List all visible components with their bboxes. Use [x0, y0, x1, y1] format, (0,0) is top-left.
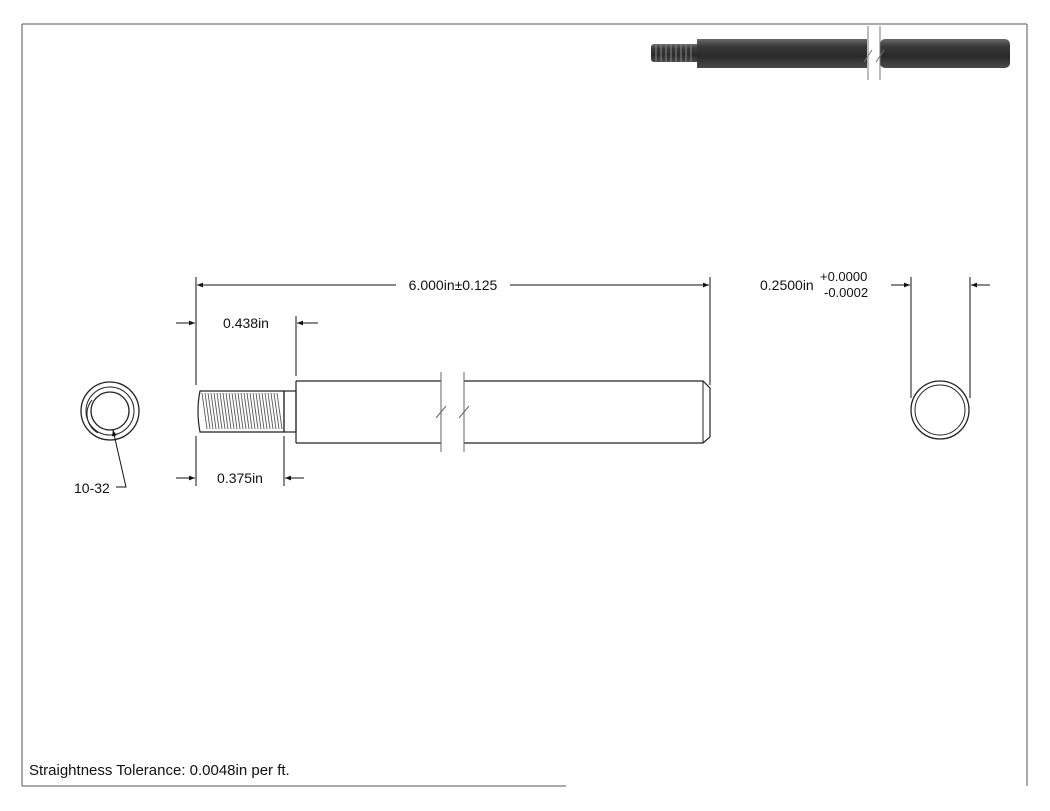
- break-symbol: [435, 372, 470, 452]
- diameter-tol-minus: -0.0002: [824, 285, 868, 300]
- thread-length-label: 0.375in: [217, 470, 263, 486]
- overall-length-label: 6.000in±0.125: [409, 277, 498, 293]
- isometric-preview: [651, 26, 1010, 80]
- sheet-border: [21, 23, 1028, 787]
- thread-lines: [201, 392, 283, 430]
- overall-length-dimension: [195, 277, 711, 385]
- thread-length-dimension: [176, 436, 304, 486]
- shoulder-length-label: 0.438in: [223, 315, 269, 331]
- pin-side-view: [197, 372, 711, 452]
- shoulder-length-dimension: [176, 316, 318, 376]
- thread-end-view: [80, 381, 140, 441]
- straightness-note: Straightness Tolerance: 0.0048in per ft.: [29, 762, 290, 779]
- thread-callout: 10-32: [74, 480, 110, 496]
- diameter-label: 0.2500in: [760, 277, 814, 293]
- rod-end-view: [910, 380, 970, 440]
- thread-callout-leader: [111, 429, 127, 488]
- diameter-dimension: [891, 277, 990, 398]
- diameter-tol-plus: +0.0000: [820, 269, 867, 284]
